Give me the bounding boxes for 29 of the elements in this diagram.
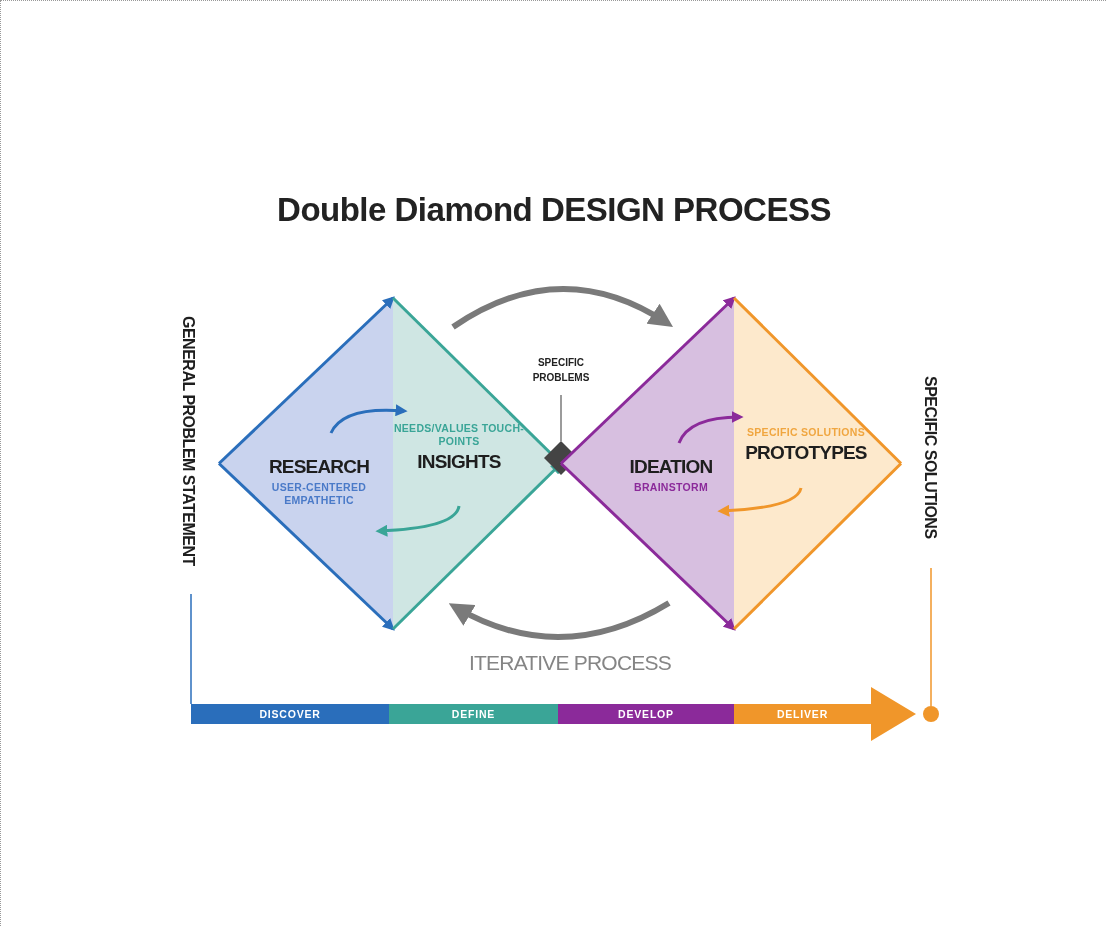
stage-title: PROTOTYPES	[745, 442, 867, 465]
curved-arrow	[451, 286, 674, 330]
connector-line	[190, 593, 192, 705]
connector-line	[560, 394, 562, 442]
curved-arrow	[677, 411, 744, 444]
stage-keywords: BRAINSTORM	[634, 481, 708, 495]
stage-title: IDEATION	[629, 456, 713, 478]
stage-keywords: SPECIFIC SOLUTIONS	[747, 426, 865, 440]
process-label: ITERATIVE PROCESS	[469, 651, 671, 675]
vertical-label: GENERAL PROBLEM STATEMENT	[179, 316, 197, 566]
curved-arrow	[329, 404, 408, 434]
phase-label: DEVELOP	[618, 708, 674, 720]
curved-arrow	[717, 487, 803, 517]
phase-bar	[191, 704, 389, 724]
stage-title: RESEARCH	[268, 456, 370, 478]
phase-label: DEFINE	[451, 708, 496, 720]
stage-keywords: USER-CENTERED EMPATHETIC	[270, 481, 368, 508]
diagram-title: Double Diamond DESIGN PROCESS	[276, 191, 832, 229]
connector-line	[930, 567, 932, 707]
curved-arrow	[448, 600, 671, 640]
callout-text: SPECIFIC PROBLEMS	[513, 355, 609, 385]
phase-bar	[389, 704, 558, 724]
phase-label: DISCOVER	[259, 708, 321, 720]
vertical-label: SPECIFIC SOLUTIONS	[921, 376, 939, 539]
stage-title: INSIGHTS	[417, 451, 501, 474]
curved-arrow	[375, 505, 461, 537]
phase-bar	[558, 704, 734, 724]
phase-label: DELIVER	[776, 708, 829, 720]
stage-keywords: NEEDS/VALUES TOUCH-POINTS	[393, 422, 525, 449]
